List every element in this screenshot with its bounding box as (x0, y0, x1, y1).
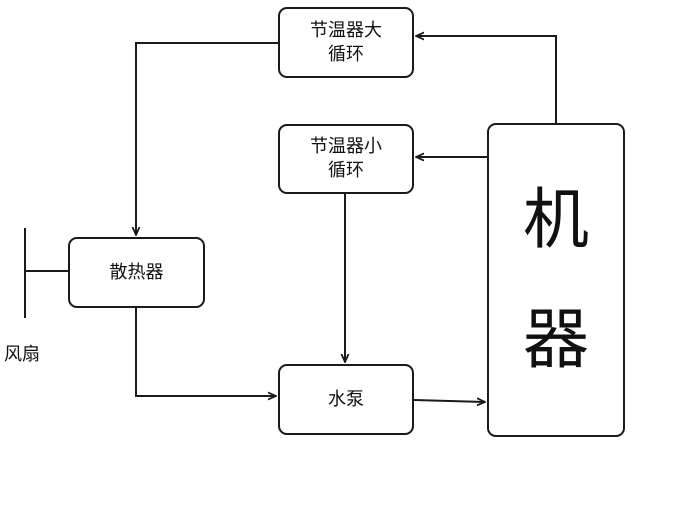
pump-label: 水泵 (328, 388, 364, 410)
edge-engine-to-big-loop (416, 36, 557, 123)
small-loop-line-2: 循环 (328, 160, 364, 181)
edge-pump-to-engine (413, 400, 485, 402)
big-loop-line-1: 节温器大 (310, 19, 382, 41)
big-loop-line-2: 循环 (328, 43, 364, 65)
radiator-node: 散热器 (68, 237, 205, 308)
thermostat-small-loop-node: 节温器小 循环 (278, 124, 414, 194)
small-loop-line-1: 节温器小 (310, 136, 382, 157)
edge-big-loop-to-radiator (136, 42, 278, 235)
water-pump-node: 水泵 (278, 364, 414, 435)
engine-node: 机 器 (487, 123, 625, 437)
edge-radiator-to-pump (135, 308, 276, 396)
engine-label-char-2: 器 (523, 301, 589, 378)
radiator-label: 散热器 (109, 261, 164, 283)
fan-label: 风扇 (4, 344, 40, 365)
thermostat-large-loop-node: 节温器大 循环 (278, 7, 414, 78)
engine-label-char-1: 机 (523, 181, 589, 258)
